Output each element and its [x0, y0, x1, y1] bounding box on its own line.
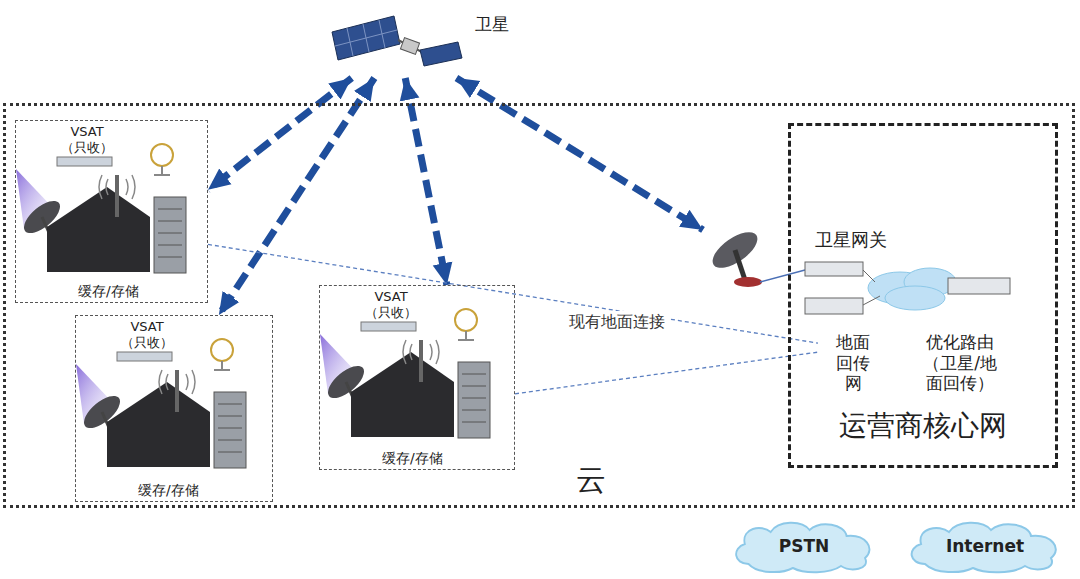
node-area: 卫星 — [330, 8, 520, 78]
vsat-label: VSAT （只收） — [56, 124, 118, 155]
ground-link-line — [208, 244, 818, 343]
region-box: VSAT （只收） 缓存/存储 — [319, 285, 515, 470]
gateway-label: 卫星网关 — [815, 229, 887, 251]
satellite-link-arrow — [405, 78, 447, 285]
edge-label: 现有地面连接 — [565, 311, 669, 334]
region-box: 云 VSAT （只收） 缓存/存储 VSAT （只收） 缓存/存储 VSAT （只收） 缓存… — [3, 103, 1075, 508]
cloud-region-label: 云 — [576, 462, 606, 498]
vsat-label: VSAT （只收） — [116, 319, 178, 350]
backhaul-label: 地面 回传网 — [830, 332, 876, 393]
core-devices — [805, 262, 1010, 314]
vsat-label: VSAT （只收） — [360, 289, 422, 320]
node-area: 优化路由 （卫星/地 面回传） — [906, 324, 1014, 402]
node-area: 卫星网关 — [703, 225, 893, 337]
region-box: 运营商核心网 地面 回传网优化路由 （卫星/地 面回传） — [788, 123, 1058, 468]
cache-label: 缓存/存储 — [382, 450, 443, 467]
site-illustration — [16, 144, 186, 273]
region-box: VSAT （只收） 缓存/存储 — [75, 315, 273, 502]
cache-label: 缓存/存储 — [138, 482, 199, 499]
site-illustration — [320, 309, 490, 438]
satellite-link-arrow — [456, 78, 703, 230]
satellite-icon — [332, 16, 462, 66]
cloud-shape: PSTN — [730, 518, 878, 574]
routing-label: 优化路由 （卫星/地 面回传） — [914, 332, 1006, 393]
site-illustration — [76, 339, 246, 468]
satellite-label: 卫星 — [475, 14, 509, 34]
region-box: VSAT （只收） 缓存/存储 — [15, 120, 208, 303]
ground-link-line — [515, 352, 818, 394]
core-network-title: 运营商核心网 — [791, 409, 1055, 443]
node-area: 地面 回传网 — [818, 328, 888, 398]
internet-cloud-label: Internet — [946, 536, 1024, 556]
satellite-link-arrow — [208, 78, 352, 190]
pstn-cloud-label: PSTN — [779, 536, 830, 556]
cloud-shape: Internet — [905, 518, 1065, 574]
satellite-link-arrow — [219, 78, 374, 315]
cache-label: 缓存/存储 — [78, 283, 139, 300]
